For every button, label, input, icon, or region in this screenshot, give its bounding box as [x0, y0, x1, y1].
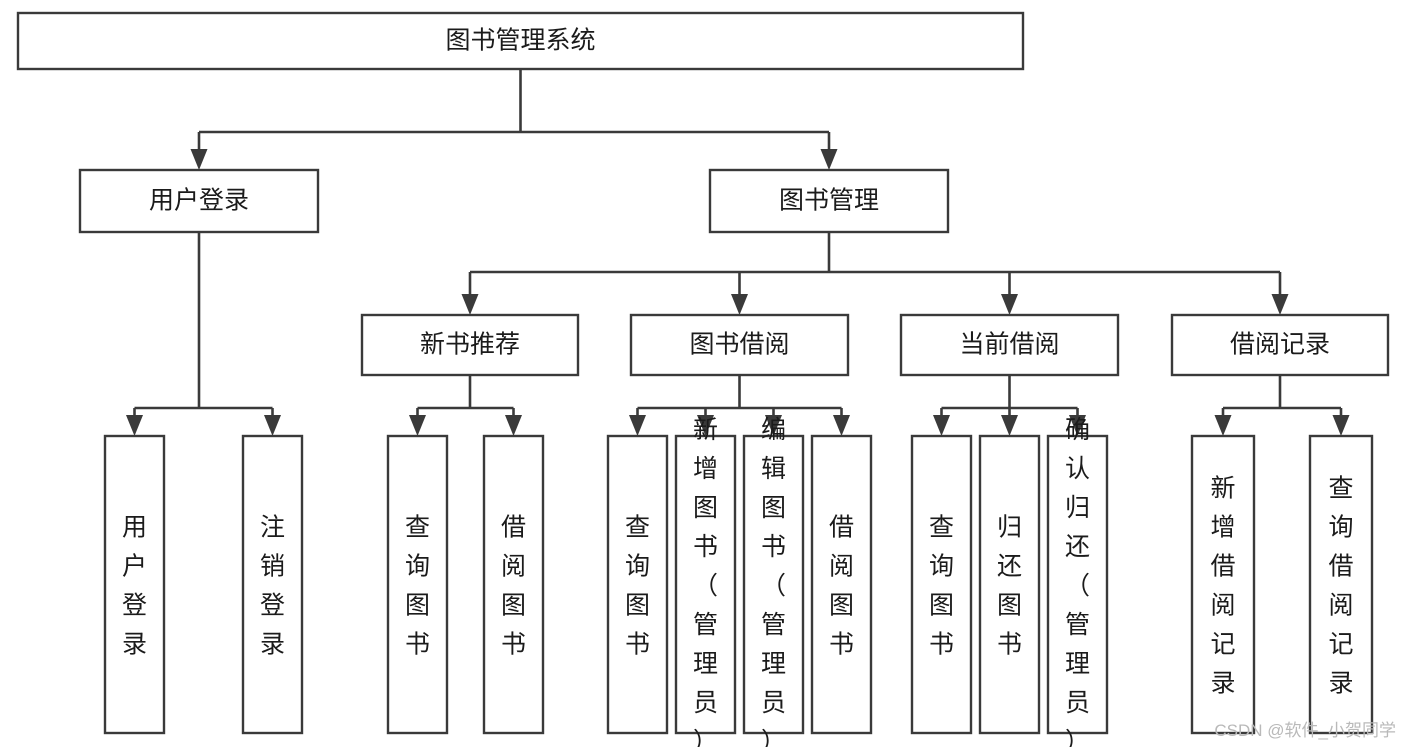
- node-borrow-record-label: 借阅记录: [1230, 331, 1330, 359]
- node-leaf-borrow-book-2[interactable]: 借阅图书: [810, 434, 873, 735]
- node-leaf-add-book-label: 新增图书（管理员）: [693, 416, 718, 747]
- node-leaf-query-record-label: 查询借阅记录: [1328, 475, 1353, 698]
- leafbus-new-book-recommend-arrowhead-0: [409, 415, 426, 436]
- node-leaf-query-book-1[interactable]: 查询图书: [386, 434, 449, 735]
- leafbus-current-borrow-arrowhead-2: [1069, 415, 1086, 436]
- bm-to-l2-arrowhead-3: [1271, 294, 1289, 315]
- node-leaf-edit-book[interactable]: 编辑图书（管理员）: [742, 416, 805, 752]
- node-leaf-borrow-book-1[interactable]: 借阅图书: [482, 434, 545, 735]
- node-book-management[interactable]: 图书管理: [708, 168, 950, 234]
- bm-to-l2-arrowhead-1: [731, 294, 748, 315]
- node-new-book-recommend[interactable]: 新书推荐: [360, 313, 580, 377]
- bm-to-l2-arrowhead-0: [461, 294, 479, 315]
- leafbus-book-borrow-arrowhead-1: [697, 415, 714, 436]
- node-book-management-label: 图书管理: [779, 187, 879, 215]
- node-leaf-user-login-label: 用户登录: [122, 514, 147, 659]
- node-leaf-user-logout-label: 注销登录: [260, 514, 285, 659]
- csdn-watermark: CSDN @软件_小贺同学: [1214, 721, 1396, 740]
- node-leaf-query-book-3-label: 查询图书: [929, 514, 954, 659]
- node-leaf-user-login[interactable]: 用户登录: [103, 434, 166, 735]
- node-leaf-return-book-label: 归还图书: [997, 514, 1022, 659]
- node-new-book-recommend-label: 新书推荐: [420, 331, 520, 359]
- leafbus-new-book-recommend-arrowhead-1: [505, 415, 522, 436]
- node-leaf-add-record-label: 新增借阅记录: [1210, 475, 1235, 698]
- node-leaf-add-book[interactable]: 新增图书（管理员）: [674, 416, 737, 752]
- node-book-borrow[interactable]: 图书借阅: [629, 313, 850, 377]
- node-current-borrow-label: 当前借阅: [959, 331, 1059, 359]
- leafbus-book-borrow-arrowhead-0: [629, 415, 646, 436]
- node-leaf-add-record[interactable]: 新增借阅记录: [1190, 434, 1256, 735]
- node-root-root-label: 图书管理系统: [445, 27, 595, 55]
- node-book-borrow-label: 图书借阅: [689, 331, 789, 359]
- node-leaf-query-book-2-label: 查询图书: [625, 514, 650, 659]
- node-user-login[interactable]: 用户登录: [78, 168, 320, 234]
- leafbus-user-login-arrowhead-1: [264, 415, 281, 436]
- node-leaf-return-book[interactable]: 归还图书: [978, 434, 1041, 735]
- leafbus-current-borrow-arrowhead-0: [933, 415, 950, 436]
- leafbus-user-login-arrowhead-0: [126, 415, 143, 436]
- connectors-layer: [126, 69, 1350, 436]
- leafbus-book-borrow-arrowhead-3: [833, 415, 850, 436]
- leafbus-book-borrow-arrowhead-2: [765, 415, 782, 436]
- bm-to-l2-arrowhead-2: [1001, 294, 1018, 315]
- node-leaf-query-record[interactable]: 查询借阅记录: [1308, 434, 1374, 735]
- node-leaf-confirm-return[interactable]: 确认归还（管理员）: [1046, 416, 1109, 752]
- node-leaf-confirm-return-label: 确认归还（管理员）: [1065, 416, 1090, 747]
- root-to-l1-arrowhead-1: [820, 149, 838, 170]
- leafbus-borrow-record-arrowhead-0: [1214, 415, 1232, 436]
- node-leaf-query-book-3[interactable]: 查询图书: [910, 434, 973, 735]
- leafbus-borrow-record-arrowhead-1: [1332, 415, 1350, 436]
- node-leaf-borrow-book-1-label: 借阅图书: [501, 514, 526, 659]
- node-leaf-query-book-2[interactable]: 查询图书: [606, 434, 669, 735]
- node-leaf-borrow-book-2-label: 借阅图书: [829, 514, 854, 659]
- leafbus-current-borrow-arrowhead-1: [1001, 415, 1018, 436]
- nodes-layer: 图书管理系统用户登录图书管理新书推荐图书借阅当前借阅借阅记录用户登录注销登录查询…: [16, 11, 1390, 752]
- node-leaf-edit-book-label: 编辑图书（管理员）: [761, 416, 786, 747]
- node-leaf-query-book-1-label: 查询图书: [405, 514, 430, 659]
- node-leaf-user-logout[interactable]: 注销登录: [241, 434, 304, 735]
- node-borrow-record[interactable]: 借阅记录: [1170, 313, 1390, 377]
- node-user-login-label: 用户登录: [149, 187, 249, 215]
- node-root-root[interactable]: 图书管理系统: [16, 11, 1025, 71]
- root-to-l1-arrowhead-0: [190, 149, 208, 170]
- node-current-borrow[interactable]: 当前借阅: [899, 313, 1120, 377]
